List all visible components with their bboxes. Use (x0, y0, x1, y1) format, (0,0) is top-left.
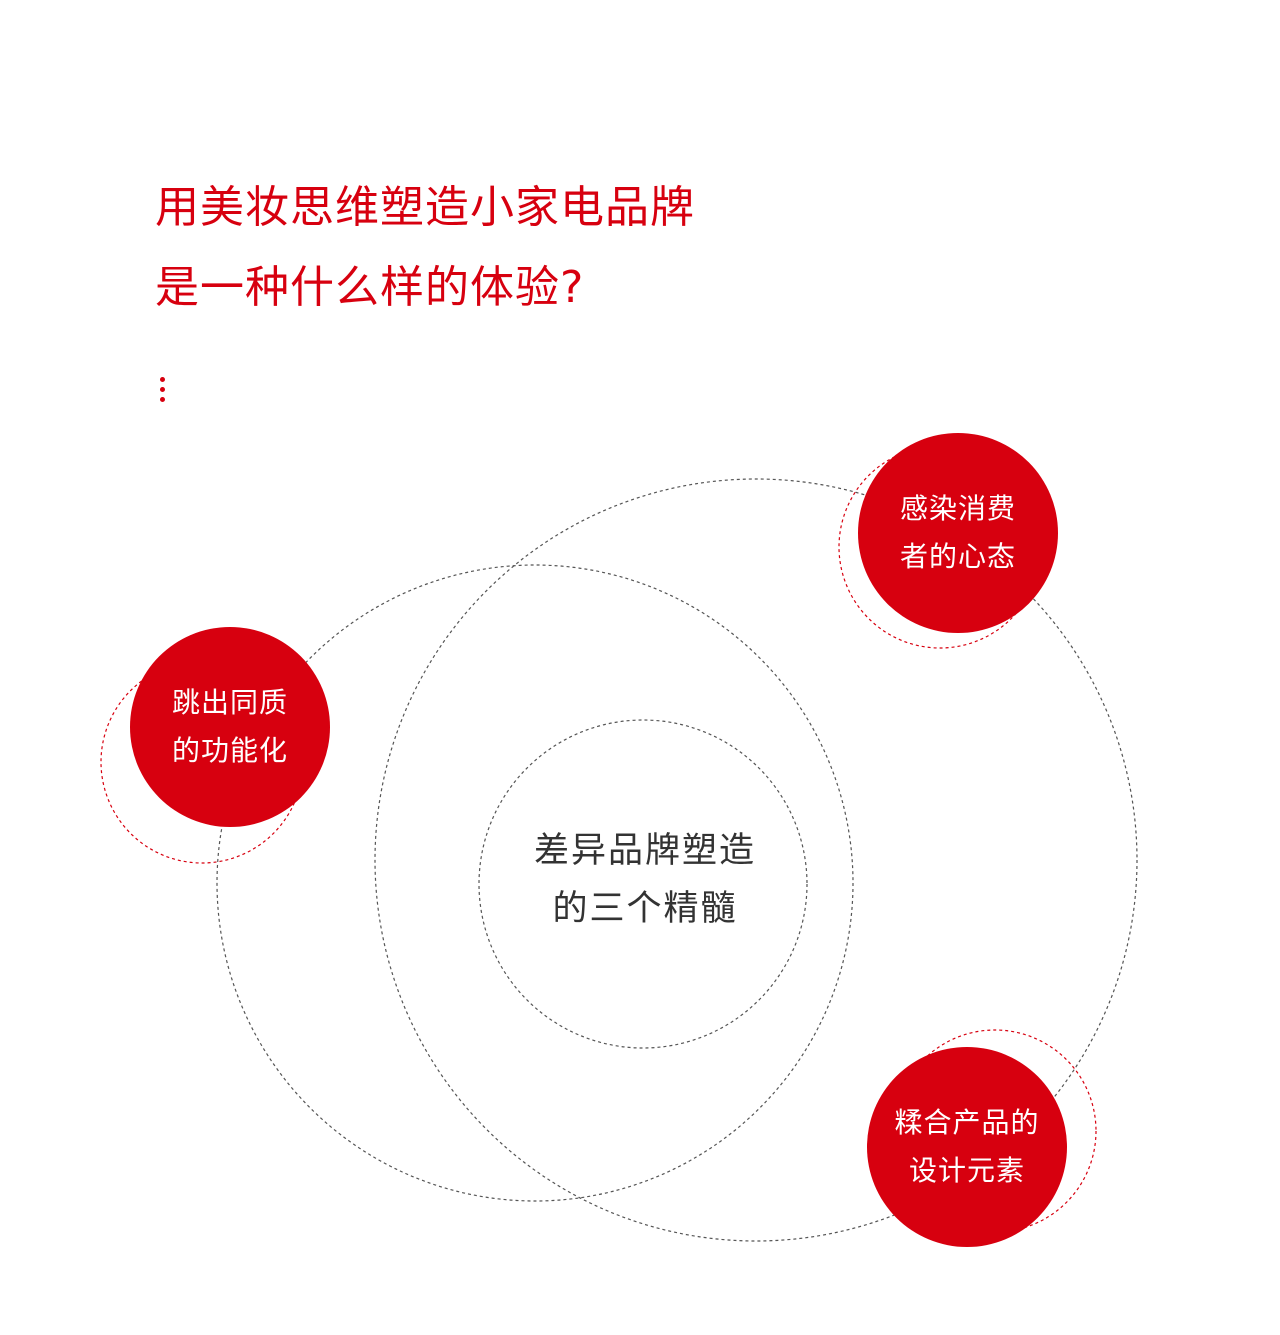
point-bubble-3: 糅合产品的 设计元素 (867, 1047, 1067, 1247)
point-1-line-1: 跳出同质 (171, 686, 288, 719)
title-line-2: 是一种什么样的体验? (155, 262, 585, 313)
outer-left-ring (216, 564, 854, 1202)
page-title: 用美妆思维塑造小家电品牌 是一种什么样的体验? (155, 168, 695, 328)
point-bubble-1: 跳出同质 的功能化 (130, 627, 330, 827)
inner-ring (478, 719, 808, 1049)
point-3-line-2: 设计元素 (908, 1154, 1025, 1187)
point-3-line-1: 糅合产品的 (894, 1106, 1040, 1139)
point-2-line-2: 者的心态 (899, 540, 1016, 573)
center-label: 差异品牌塑造 的三个精髓 (495, 822, 795, 938)
more-dots-icon (160, 377, 166, 407)
outer-right-ring (374, 478, 1138, 1242)
center-label-line-1: 差异品牌塑造 (533, 831, 756, 871)
title-line-1: 用美妆思维塑造小家电品牌 (155, 182, 695, 233)
point-2-line-1: 感染消费 (899, 492, 1016, 525)
point-bubble-2: 感染消费 者的心态 (858, 433, 1058, 633)
center-label-line-2: 的三个精髓 (552, 889, 738, 929)
point-1-line-2: 的功能化 (171, 734, 288, 767)
